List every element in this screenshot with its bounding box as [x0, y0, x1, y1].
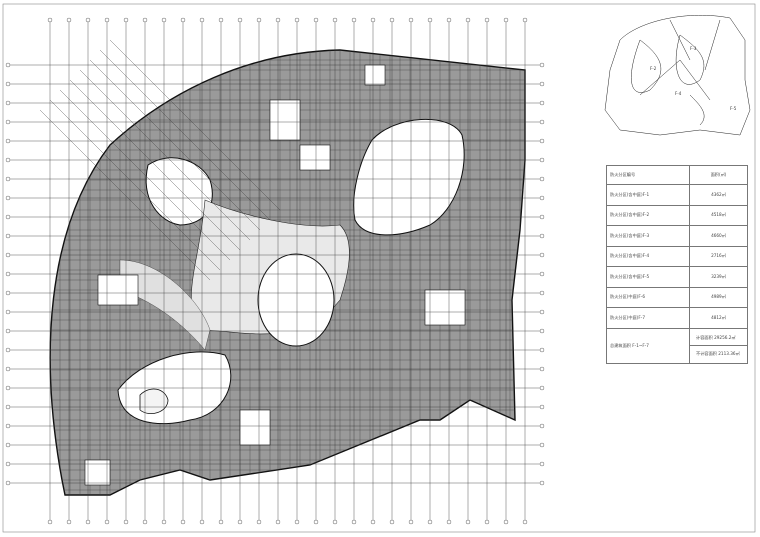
drawing-frame [2, 3, 756, 533]
area-cell: 4989㎡ [689, 286, 748, 308]
table-header-cell: 面积(㎡) [689, 165, 748, 185]
zone-cell: 防火分区(含中庭)F-3 [606, 225, 690, 247]
zone-cell: 防火分区(中庭)F-7 [606, 307, 690, 329]
area-cell: 3239㎡ [689, 266, 748, 288]
zone-cell: 防火分区(含中庭)F-1 [606, 184, 690, 206]
total-value: 计容面积 29256.2㎡ [690, 330, 747, 346]
key-plan-label: F-4 [675, 91, 682, 96]
key-plan-label: F-5 [730, 106, 737, 111]
key-plan [604, 15, 751, 136]
area-cell: 4362㎡ [689, 184, 748, 206]
zone-cell: 防火分区(含中庭)F-4 [606, 245, 690, 267]
grid-bubbles [5, 17, 545, 525]
total-values-cell: 计容面积 29256.2㎡ 不计容面积 2113.36㎡ [689, 327, 748, 364]
core-blocks [84, 64, 466, 486]
table-total-row: 总建筑面积 F-1~F-7 计容面积 29256.2㎡ 不计容面积 2113.3… [606, 327, 748, 364]
key-plan-label: F-3 [690, 46, 697, 51]
key-plan-label: F-2 [650, 66, 657, 71]
central-oval-void [257, 253, 335, 347]
zone-cell: 防火分区(含中庭)F-5 [606, 266, 690, 288]
zone-cell: 防火分区(含中庭)F-2 [606, 204, 690, 226]
corridor [119, 259, 211, 351]
area-cell: 4812㎡ [689, 307, 748, 329]
zone-cell: 防火分区(中庭)F-6 [606, 286, 690, 308]
area-cell: 2716㎡ [689, 245, 748, 267]
stair-void-small [139, 388, 169, 414]
area-cell: 4518㎡ [689, 204, 748, 226]
diagonal-grid [39, 39, 281, 281]
total-label-cell: 总建筑面积 F-1~F-7 [606, 327, 690, 364]
table-header-cell: 防火分区编号 [606, 165, 690, 185]
grid-axis-lines [10, 22, 540, 520]
area-cell: 4660㎡ [689, 225, 748, 247]
total-value: 不计容面积 2113.36㎡ [696, 351, 740, 356]
table-header-row: 防火分区编号 面积(㎡) [606, 165, 748, 185]
